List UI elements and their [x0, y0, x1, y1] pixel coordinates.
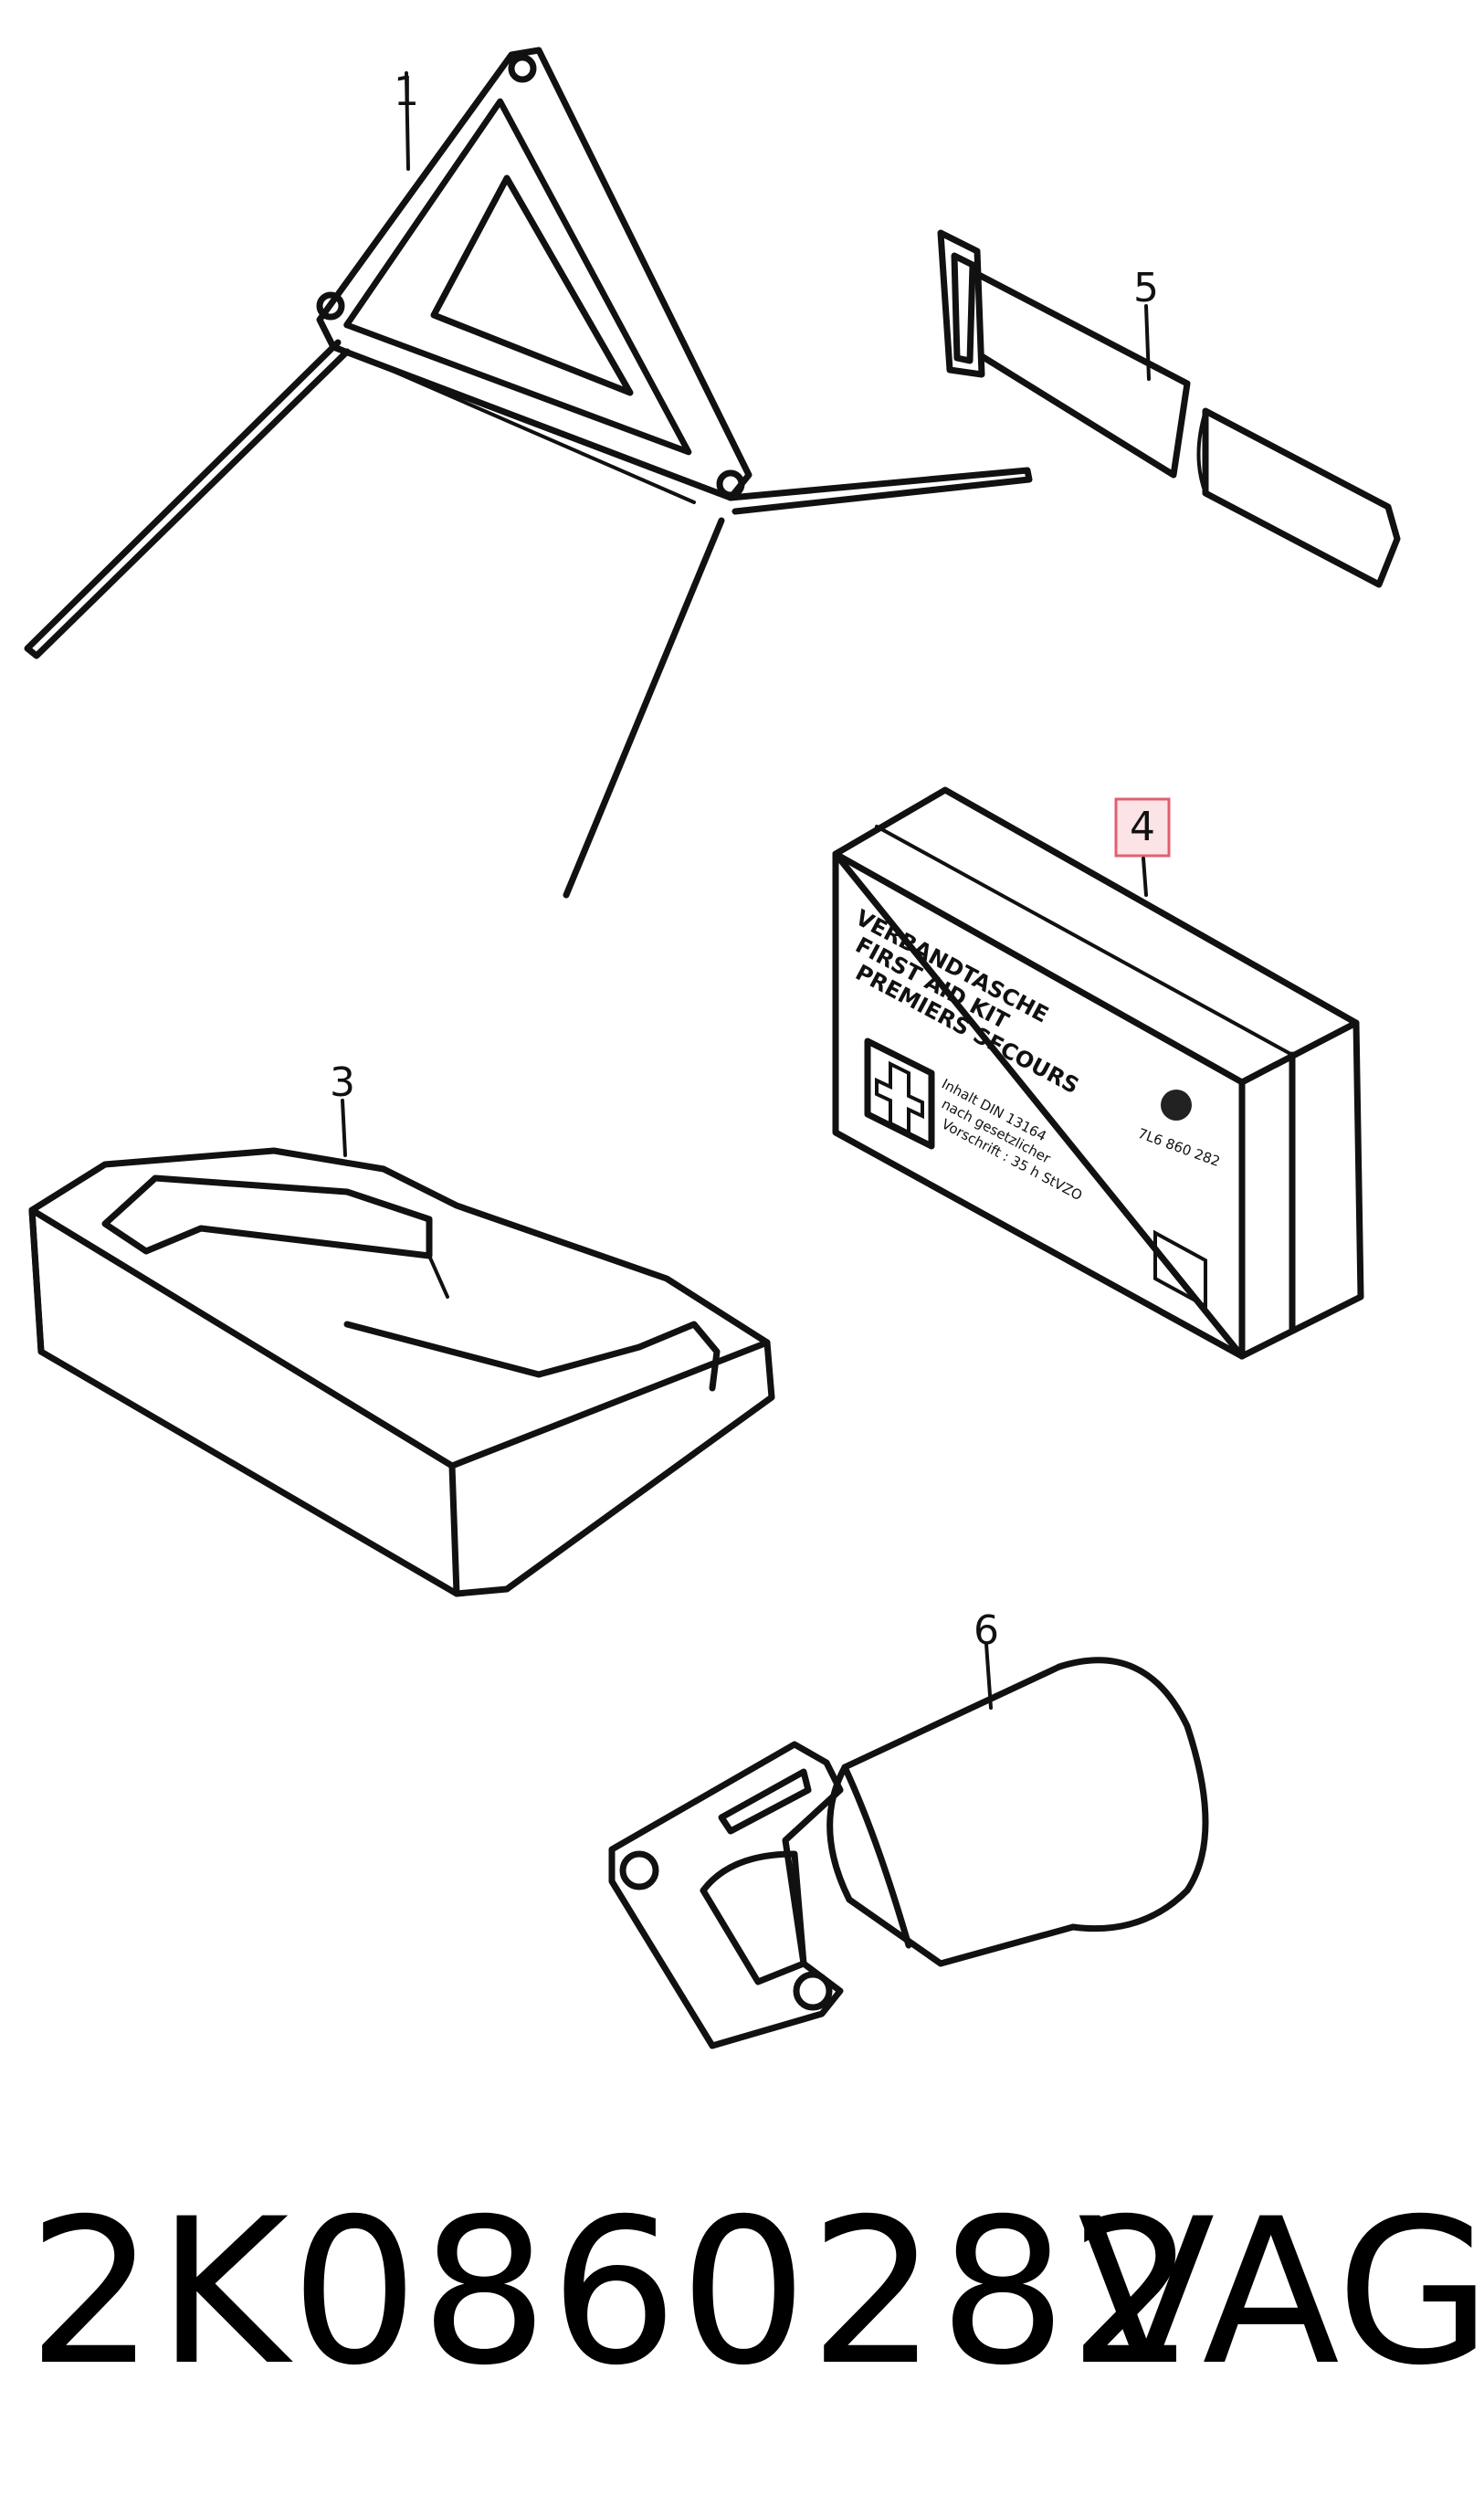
callout-1: 1	[394, 68, 419, 115]
first-aid-kit: VERBANDTASCHE FIRST AID KIT PREMIERS SEC…	[832, 786, 1364, 1360]
kit-info-line3: Vorschrift : 35 h StVZO	[939, 1116, 1085, 1205]
callout-3: 3	[330, 1059, 355, 1106]
brand-label: VAG	[1078, 2175, 1484, 2409]
warning-triangle	[24, 47, 1033, 899]
storage-tray	[28, 1147, 775, 1597]
callout-leader-5	[1144, 304, 1151, 381]
part-number: 2K0860282	[27, 2175, 1199, 2409]
callout-4-highlight	[1114, 797, 1171, 858]
footer: 2K0860282 VAG	[0, 2174, 1484, 2411]
callout-6: 6	[974, 1607, 999, 1654]
callout-4: 4	[1130, 804, 1155, 850]
callout-5: 5	[1133, 265, 1159, 311]
kit-code: 7L6 860 282	[1136, 1125, 1223, 1170]
callout-leader-1	[405, 71, 410, 171]
callout-leader-6	[984, 1642, 993, 1710]
callout-leader-4	[1142, 857, 1148, 897]
first-aid-cross-icon	[864, 1037, 935, 1150]
kit-emblem-icon	[1161, 1090, 1192, 1121]
callout-leader-3	[341, 1099, 347, 1157]
extinguisher-holder	[608, 1657, 1209, 2049]
strap	[937, 229, 1401, 588]
